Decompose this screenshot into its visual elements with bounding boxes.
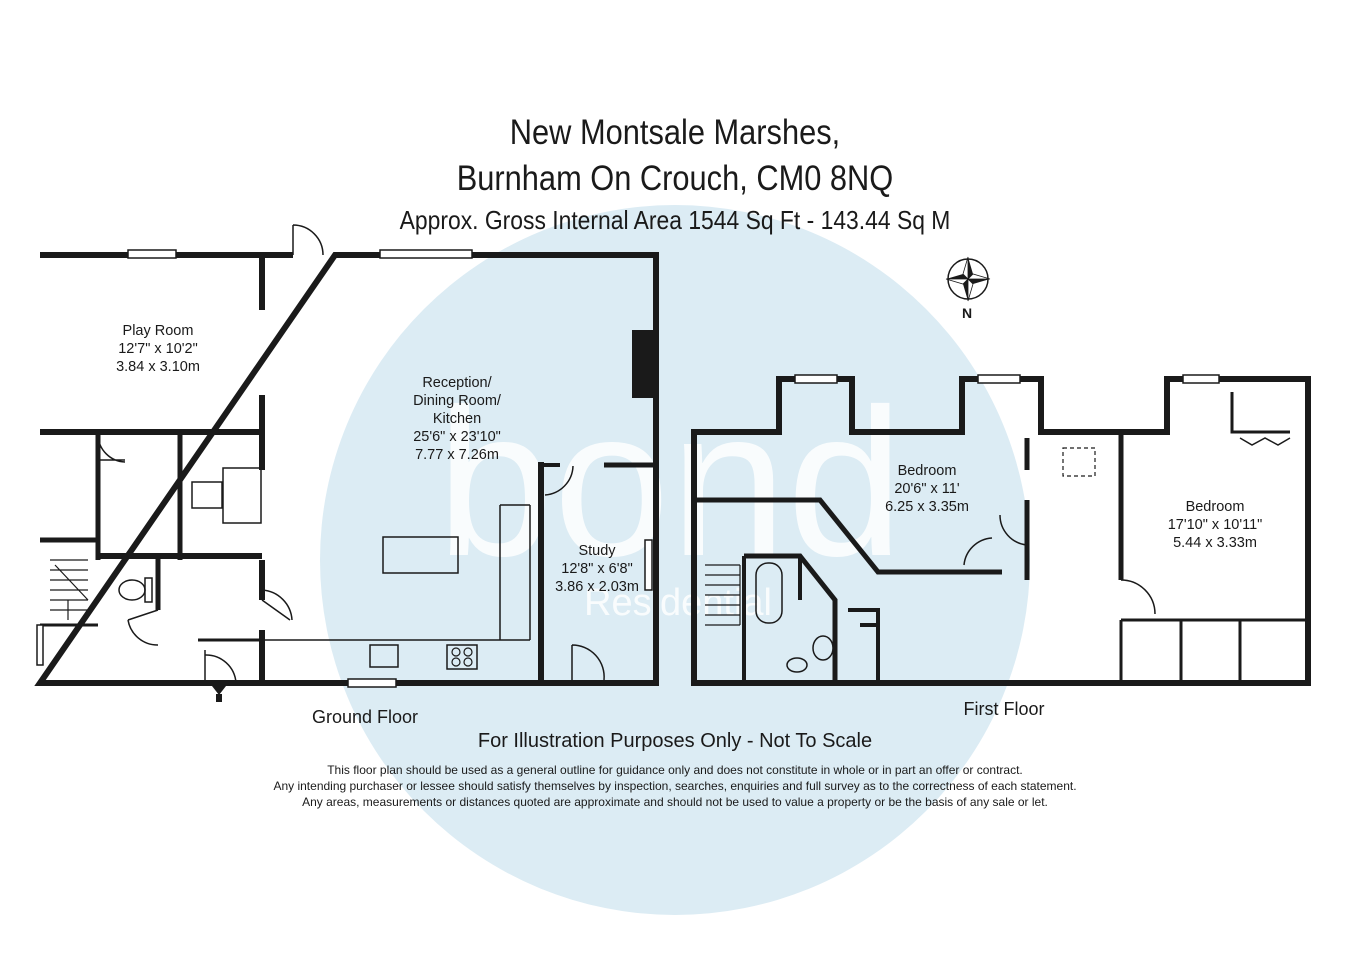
door-arc xyxy=(544,465,574,496)
watermark-sub: Residential xyxy=(584,582,772,624)
room-label-play-room: Play Room 12'7" x 10'2" 3.84 x 3.10m xyxy=(116,323,200,375)
window xyxy=(1182,374,1220,384)
compass-label: N xyxy=(962,305,973,321)
door-arc xyxy=(999,514,1028,546)
watermark-brand: bond xyxy=(436,365,903,600)
stairs-icon xyxy=(705,564,741,626)
floor-label-first: First Floor xyxy=(963,699,1045,719)
window xyxy=(347,678,397,688)
compass-rose-icon xyxy=(945,256,991,302)
window xyxy=(379,249,473,259)
title-line-1: New Montsale Marshes, xyxy=(509,113,841,152)
room-label-reception: Reception/ Dining Room/ Kitchen 25'6" x … xyxy=(413,375,501,463)
skylight xyxy=(1062,447,1096,477)
disclaimer-line-2: Any intending purchaser or lessee should… xyxy=(273,779,1077,793)
door-arc xyxy=(963,537,993,566)
wall xyxy=(848,608,880,680)
wall xyxy=(744,553,838,683)
door-arc xyxy=(127,609,159,646)
chimney xyxy=(632,330,656,398)
bath-icon xyxy=(755,562,783,624)
kitchen-island xyxy=(382,536,459,574)
door-arc xyxy=(97,434,126,463)
toilet-icon xyxy=(118,579,146,601)
wardrobe-outline xyxy=(1230,392,1290,434)
toilet-icon xyxy=(812,635,834,661)
door-arc xyxy=(571,644,605,683)
stairs-icon xyxy=(50,559,89,620)
room-label-study: Study 12'8" x 6'8" 3.86 x 2.03m xyxy=(555,543,639,595)
first-floor-plan xyxy=(691,374,1311,686)
shower-tray xyxy=(191,481,223,509)
door-arc xyxy=(204,650,237,684)
door-arc xyxy=(1120,579,1156,615)
window xyxy=(36,624,44,666)
title-line-2: Burnham On Crouch, CM0 8NQ xyxy=(456,159,894,198)
window xyxy=(794,374,838,384)
door-arc xyxy=(261,589,293,621)
wall xyxy=(694,497,1002,575)
window xyxy=(977,374,1021,384)
wall xyxy=(742,556,802,683)
sink-icon xyxy=(369,644,399,668)
hob-icon xyxy=(446,644,478,670)
door-arc xyxy=(292,224,324,256)
entrance-arrow-icon xyxy=(212,686,226,702)
kitchen-counter xyxy=(265,504,531,641)
first-outer-wall xyxy=(691,376,1311,686)
room-label-bedroom-1: Bedroom 20'6" x 11' 6.25 x 3.35m xyxy=(885,463,969,515)
floor-label-ground: Ground Floor xyxy=(311,707,419,727)
door-arc xyxy=(1239,437,1291,446)
window xyxy=(127,249,177,259)
illustration-note: For Illustration Purposes Only - Not To … xyxy=(477,730,873,752)
ground-floor-plan xyxy=(34,224,659,702)
basin-icon xyxy=(786,657,808,673)
gross-area: Approx. Gross Internal Area 1544 Sq Ft -… xyxy=(399,205,951,235)
disclaimer-line-3: Any areas, measurements or distances quo… xyxy=(302,795,1048,809)
wardrobe-outline xyxy=(1119,618,1308,683)
disclaimer-line-1: This floor plan should be used as a gene… xyxy=(327,763,1023,777)
window xyxy=(644,539,653,591)
room-label-bedroom-2: Bedroom 17'10" x 10'11" 5.44 x 3.33m xyxy=(1167,499,1263,551)
